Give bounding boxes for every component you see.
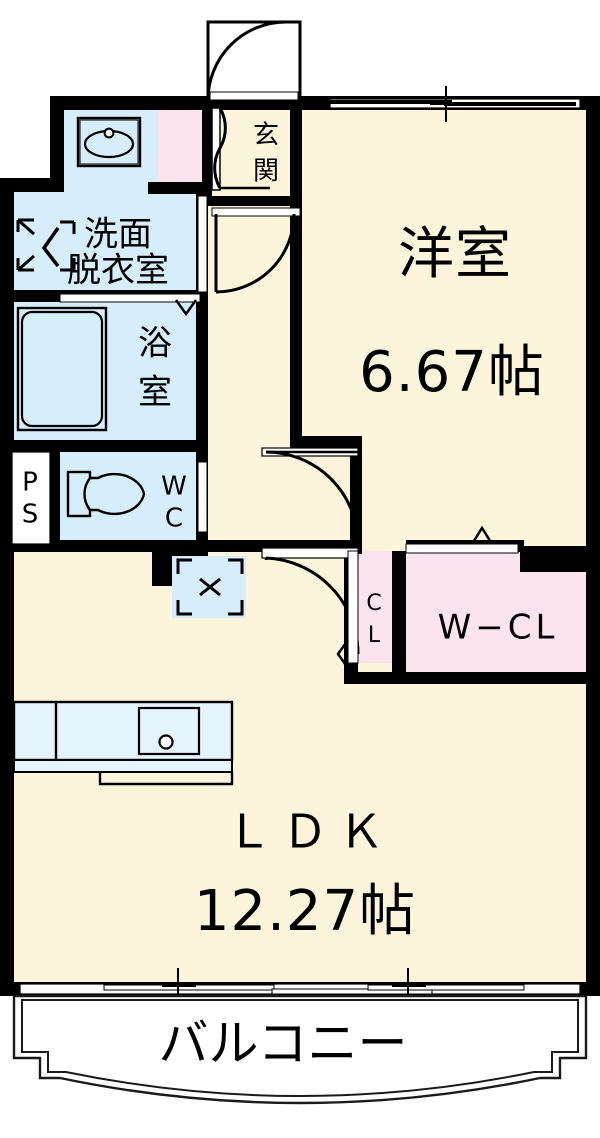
- walk-in-closet-label: W−CL: [438, 608, 559, 648]
- corridor-door[interactable]: [261, 447, 360, 545]
- washroom-lower-floor: [14, 190, 202, 294]
- wall-wcl-bottom: [344, 672, 590, 684]
- closet-label-line2: L: [368, 623, 381, 648]
- ldk-name-label: ＬＤＫ: [226, 805, 394, 859]
- closet-door[interactable]: [336, 550, 359, 669]
- genkan-interior-door[interactable]: [211, 107, 270, 191]
- kitchen-front-edge: [13, 759, 233, 773]
- washing-machine-space-icon: [172, 556, 246, 618]
- washroom-door-jamb: [197, 195, 208, 293]
- wall-genkan-bottom: [202, 196, 302, 206]
- hall-door-arc: [215, 213, 296, 294]
- sink-drain: [158, 734, 174, 750]
- entrance-label-line2: 関: [253, 157, 279, 187]
- front-door-swing-arc: [206, 20, 287, 101]
- front-door-threshold: [209, 91, 299, 101]
- ldk-area-label: 12.27帖: [194, 879, 416, 944]
- balcony-shape: [12, 994, 588, 1105]
- wall-bathroom-bottom: [0, 440, 208, 452]
- wall-left-step-v: [50, 96, 64, 186]
- entrance-label-line1: 玄: [253, 121, 279, 151]
- walk-in-closet-fill: [405, 551, 590, 682]
- wall-corridor-right: [350, 436, 362, 554]
- front-door-panel[interactable]: [206, 20, 302, 100]
- bathroom-label-line1: 浴: [138, 324, 172, 364]
- corridor-door-arc: [265, 450, 360, 545]
- label-layer: 洋室 6.67帖 玄 関 洗面 脱衣室 浴 室 W C P S C L W−CL…: [16, 121, 559, 1073]
- wall-left-step-h: [0, 178, 64, 192]
- wall-bedroom-bottom: [290, 436, 362, 448]
- washroom-door[interactable]: [197, 195, 208, 293]
- pipe-space-label-line1: P: [22, 468, 38, 498]
- wall-right: [586, 96, 600, 996]
- balcony-sliding-door[interactable]: [19, 968, 581, 1004]
- wcl-folding-door-mark: [470, 525, 494, 545]
- closet-fill-layer: [158, 108, 590, 682]
- pipe-space-box: [11, 451, 51, 545]
- hall-door[interactable]: [211, 207, 301, 302]
- pipe-space-label-line2: S: [22, 500, 39, 530]
- balcony-outline: [12, 994, 588, 1105]
- toilet-door[interactable]: [197, 461, 208, 533]
- bathroom-folding-door-mark: [174, 299, 198, 317]
- washroom-bracket-icon: [16, 218, 76, 272]
- kitchen-cabinet-outline: [98, 772, 234, 786]
- wall-bedroom-left: [290, 104, 302, 448]
- entrance-door-group[interactable]: [206, 20, 302, 101]
- windows-layer: [19, 86, 581, 1004]
- genkan-door-arc-lower: [213, 147, 222, 189]
- hall-upper-floor: [208, 206, 300, 446]
- wcl-door-panel: [405, 543, 519, 554]
- closet-label-line1: C: [366, 591, 381, 616]
- room-fill-layer: [14, 100, 590, 990]
- wall-cl-right: [392, 551, 406, 683]
- toilet-icon: [66, 470, 146, 518]
- wall-ps-right: [48, 446, 60, 546]
- balcony-label: バルコニー: [159, 1015, 408, 1073]
- shoe-cabinet-fill: [158, 108, 206, 188]
- wall-genkan-left: [202, 104, 212, 200]
- closet-folding-door-mark: [336, 639, 350, 669]
- washroom-label-line2: 脱衣室: [67, 251, 169, 291]
- bedroom-name-label: 洋室: [398, 222, 512, 287]
- bathroom-door[interactable]: [59, 293, 201, 317]
- bedroom-window: [329, 86, 581, 122]
- wall-left: [0, 178, 14, 996]
- bathtub-icon: [16, 306, 108, 432]
- bedroom-area-label: 6.67帖: [359, 340, 545, 405]
- walk-in-closet-door[interactable]: [405, 525, 519, 554]
- toilet-label-line1: W: [161, 472, 187, 502]
- bathroom-door-panel: [59, 293, 201, 303]
- toilet-door-jamb: [197, 461, 208, 533]
- toilet-label-line2: C: [165, 504, 183, 534]
- closet-door-panel: [347, 550, 359, 664]
- wall-bathroom-right: [196, 290, 208, 450]
- closet-fill: [357, 551, 397, 663]
- kitchen-sink-icon: [12, 700, 234, 786]
- bedroom-floor: [300, 100, 590, 440]
- wall-wcl-top-right: [520, 546, 590, 572]
- bathroom-label-line2: 室: [138, 373, 172, 413]
- ldk-upper-right-floor: [360, 440, 590, 550]
- corridor-floor: [208, 440, 360, 550]
- washbasin-icon: [76, 116, 142, 168]
- balcony-inner-outline: [21, 999, 579, 1097]
- genkan-door-arc-upper: [218, 107, 227, 149]
- washroom-label-line1: 洗面: [84, 215, 152, 255]
